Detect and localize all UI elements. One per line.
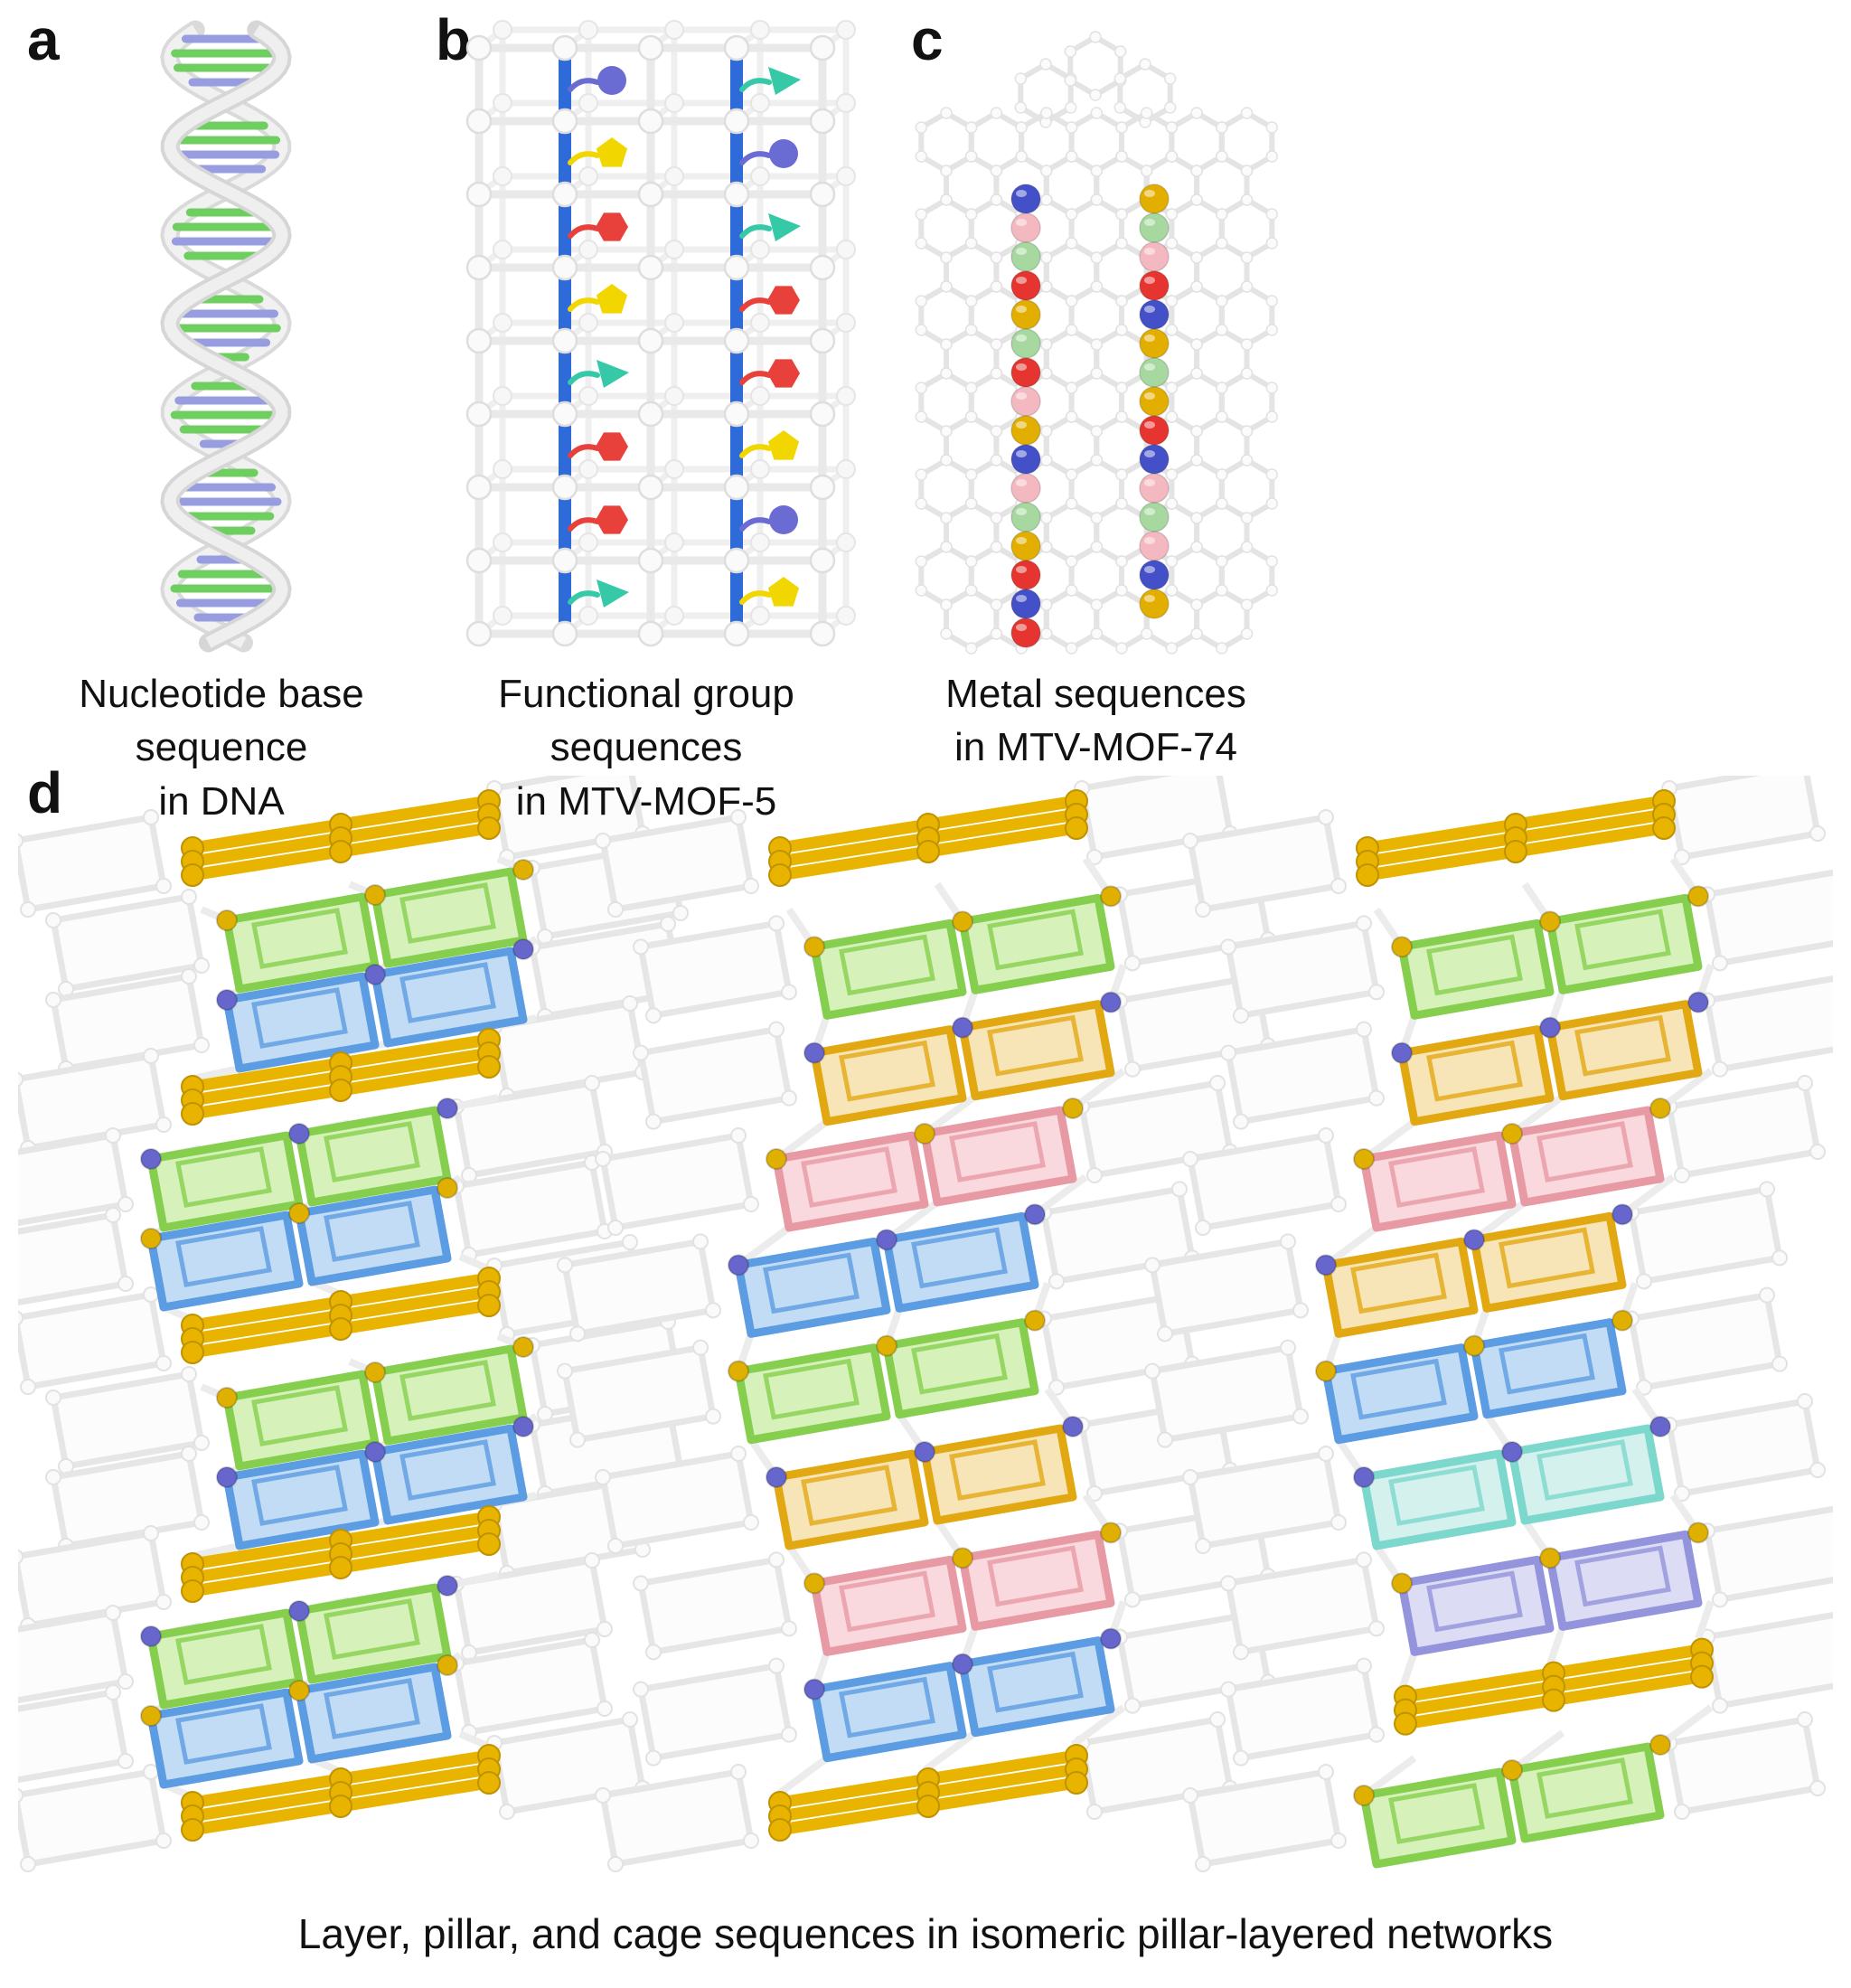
pillar-layered-networks-illustration xyxy=(18,776,1833,1872)
panel-label-b: b xyxy=(436,7,472,72)
panel-label-a: a xyxy=(27,7,60,72)
caption-panel-a-line2: in DNA xyxy=(158,778,285,824)
caption-panel-b-line1: Functional group sequences xyxy=(498,672,794,770)
panel-label-d: d xyxy=(27,760,63,825)
caption-panel-b-line2: in MTV-MOF-5 xyxy=(515,778,777,824)
mtv-mof74-illustration xyxy=(915,31,1279,655)
panel-label-c: c xyxy=(911,7,944,72)
dna-helix-illustration xyxy=(160,20,292,653)
caption-panel-b: Functional group sequences in MTV-MOF-5 xyxy=(416,667,877,828)
caption-panel-c-line2: in MTV-MOF-74 xyxy=(954,725,1237,770)
caption-panel-c-line1: Metal sequences xyxy=(945,672,1246,716)
caption-panel-c: Metal sequences in MTV-MOF-74 xyxy=(868,667,1324,775)
mtv-mof5-illustration xyxy=(465,20,856,647)
caption-panel-d: Layer, pillar, and cage sequences in iso… xyxy=(297,1910,1554,1957)
caption-panel-a: Nucleotide base sequence in DNA xyxy=(5,667,438,828)
caption-panel-a-line1: Nucleotide base sequence xyxy=(79,672,364,770)
